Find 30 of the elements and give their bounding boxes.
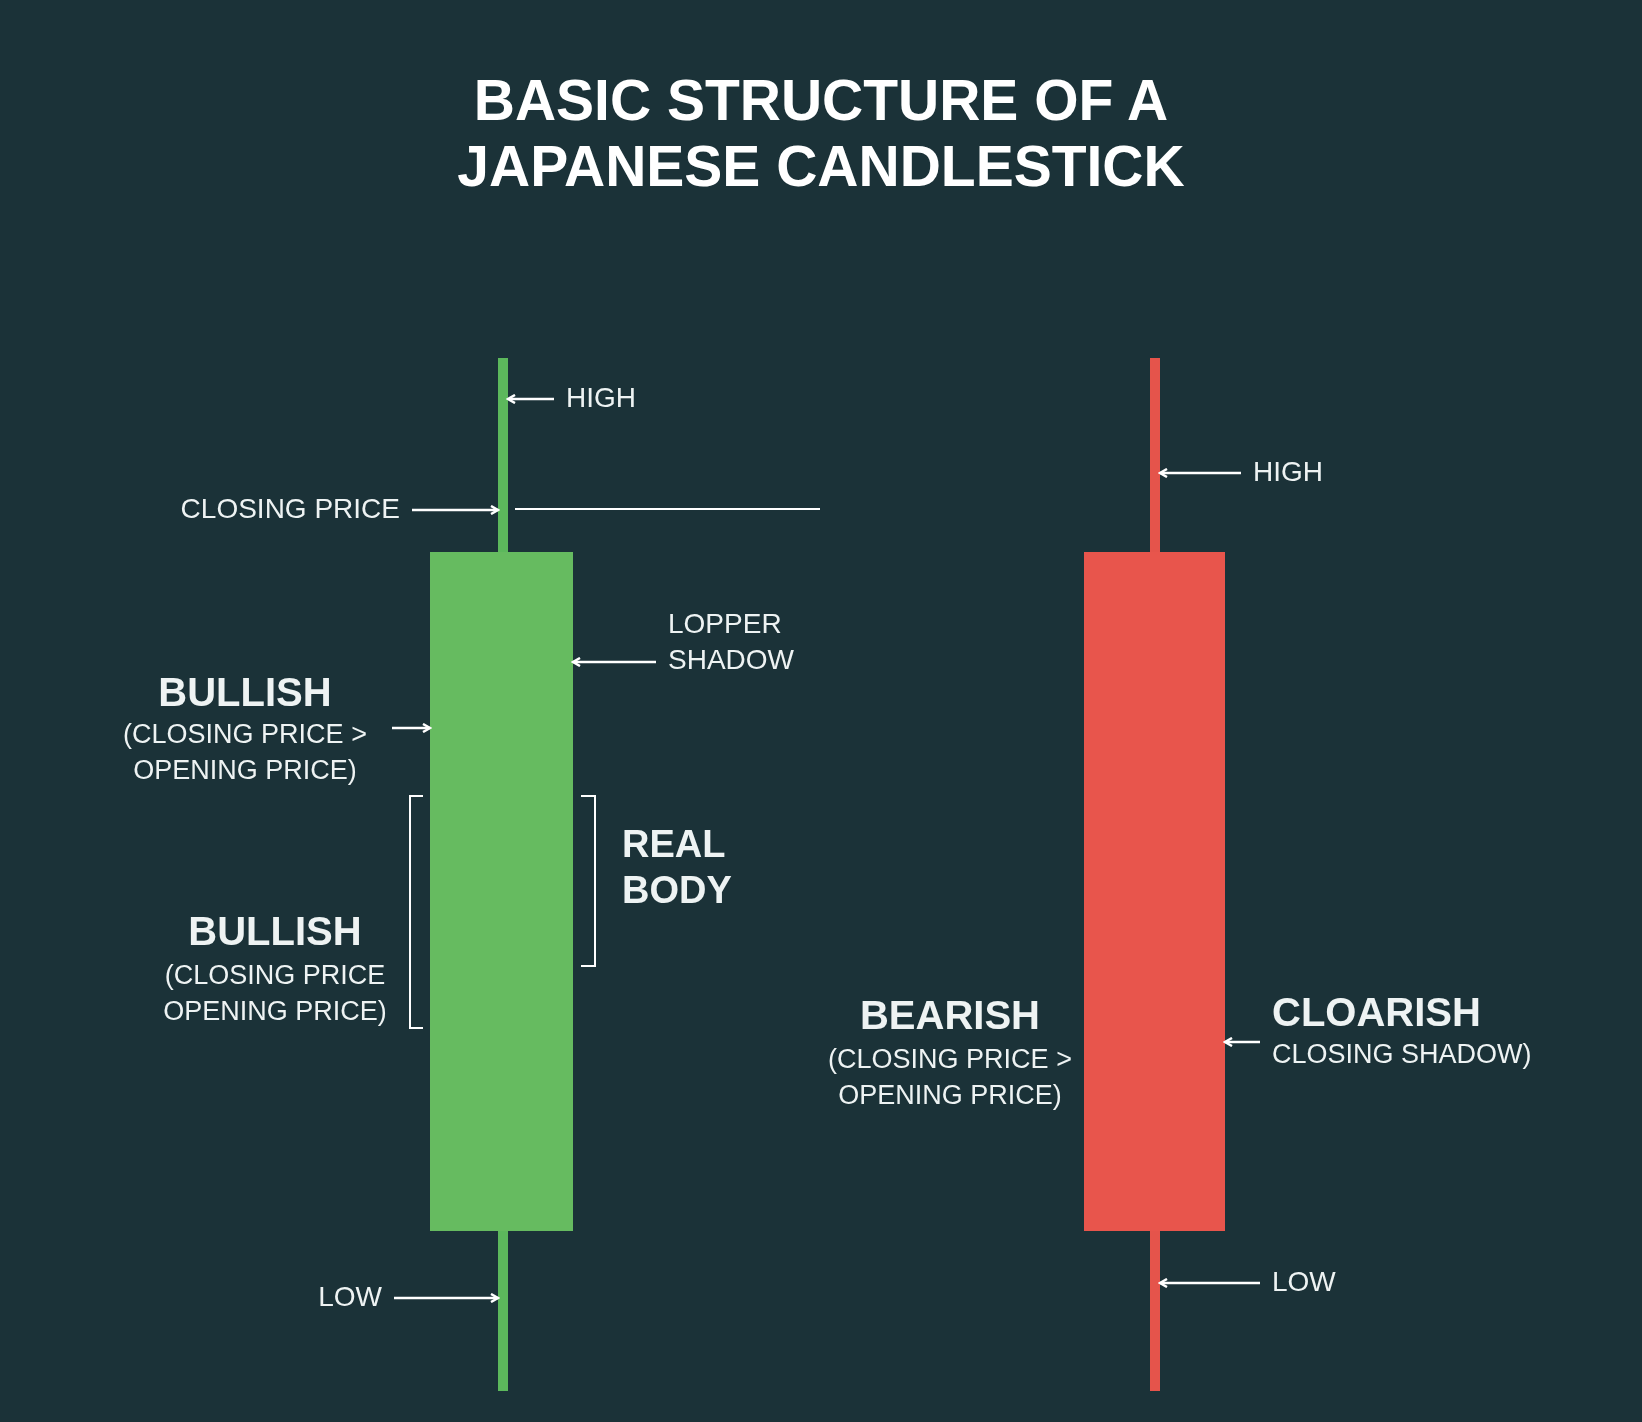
lower-wick [1150,1231,1160,1391]
part-label: REAL BODY [622,822,733,913]
callout-label: LOPPER SHADOW [668,606,818,679]
description-label: (CLOSING PRICE OPENING PRICE) [162,959,388,1029]
heading-label: CLOARISH [1272,989,1482,1036]
arrow [571,656,656,668]
candle-body [430,552,573,1231]
description-label: (CLOSING PRICE > OPENING PRICE) [122,718,368,788]
heading-label: BULLISH [157,669,333,716]
upper-wick [498,358,508,552]
title: BASIC STRUCTURE OF A JAPANESE CANDLESTICK [456,68,1186,200]
arrow [1158,467,1241,479]
arrow [392,722,432,734]
heading-label: BULLISH [187,908,363,955]
arrow [506,393,554,405]
arrow [412,504,500,516]
upper-wick [1150,358,1160,552]
callout-label: LOW [290,1279,382,1316]
lower-wick [498,1231,508,1391]
candle-body [1084,552,1225,1231]
description-label: (CLOSING PRICE > OPENING PRICE) [827,1043,1073,1113]
callout-label: HIGH [566,380,686,417]
callout-label: CLOSING PRICE [160,491,400,528]
arrow [1158,1277,1260,1289]
arrow [1223,1036,1260,1048]
callout-label: HIGH [1253,454,1373,491]
description-label: CLOSING SHADOW) [1272,1038,1533,1071]
arrow [394,1292,500,1304]
heading-label: BEARISH [859,992,1041,1039]
callout-label: LOW [1272,1264,1392,1301]
